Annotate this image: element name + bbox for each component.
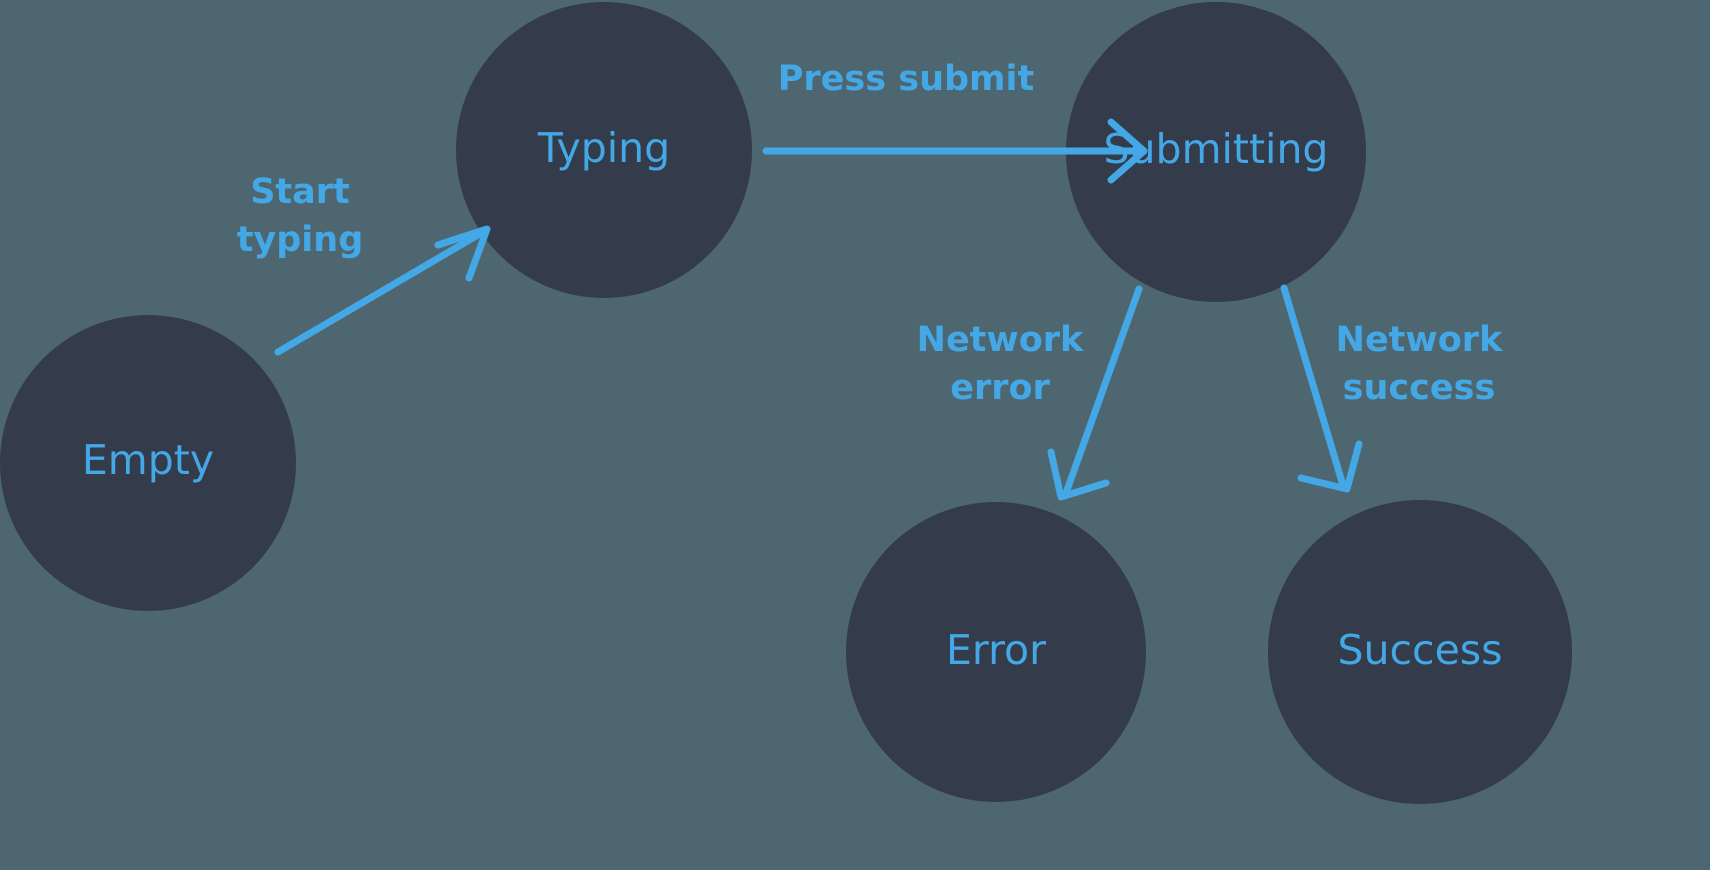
edge-start-typing-arrowhead (434, 225, 491, 282)
edge-press-submit-label: Press submit (778, 59, 1035, 99)
edge-network-success-label-line2: success (1343, 368, 1496, 408)
node-error-label: Error (946, 626, 1046, 674)
node-success-label: Success (1337, 626, 1502, 674)
edge-start-typing-label-line2: typing (237, 220, 364, 260)
edge-start-typing: Start typing (237, 172, 491, 356)
edge-network-error-label-line1: Network (917, 320, 1084, 360)
edge-network-error-label-line2: error (950, 368, 1050, 408)
node-error-circle[interactable] (846, 502, 1146, 802)
edge-start-typing-label-line1: Start (250, 172, 350, 212)
edge-network-error-arrowhead (1047, 448, 1110, 501)
node-empty-label: Empty (82, 436, 214, 484)
edge-network-success: Network success (1280, 284, 1503, 493)
node-empty[interactable]: Empty (0, 315, 296, 611)
node-empty-circle[interactable] (0, 315, 296, 611)
edge-network-success-line (1280, 284, 1346, 486)
node-typing-label: Typing (537, 124, 670, 172)
edge-network-error-line (1062, 285, 1143, 497)
node-error[interactable]: Error (846, 502, 1146, 802)
node-typing[interactable]: Typing (456, 2, 752, 298)
edge-start-typing-line (274, 228, 487, 356)
edge-network-success-arrowhead (1297, 440, 1363, 493)
edge-network-error: Network error (917, 285, 1143, 501)
node-success-circle[interactable] (1268, 500, 1572, 804)
edge-press-submit: Press submit (762, 59, 1148, 184)
node-typing-circle[interactable] (456, 2, 752, 298)
node-submitting-circle[interactable] (1066, 2, 1366, 302)
edge-press-submit-arrowhead (1107, 118, 1148, 184)
node-success[interactable]: Success (1268, 500, 1572, 804)
edge-network-success-label-line1: Network (1336, 320, 1503, 360)
